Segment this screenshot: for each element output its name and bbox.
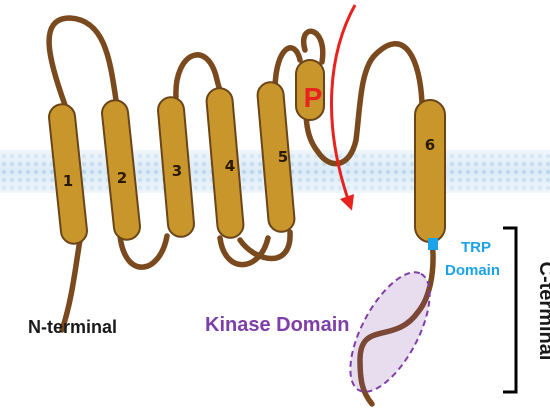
c-terminal-label: C-terminal (535, 262, 550, 361)
trp-domain-marker (428, 238, 438, 250)
helix-tm6: 6 (414, 99, 446, 243)
trp-domain-label-line2: Domain (445, 262, 500, 279)
helix-label-6: 6 (425, 136, 435, 154)
helix-label-4: 4 (225, 157, 235, 175)
helix-label-2: 2 (117, 169, 127, 187)
pore-helix: P (295, 59, 325, 121)
helix-label-5: 5 (278, 148, 288, 166)
c-terminal-bracket (503, 226, 518, 394)
helix-tm4: 4 (205, 87, 245, 239)
kinase-domain-label: Kinase Domain (205, 314, 349, 336)
helix-tm2: 2 (101, 99, 141, 241)
helix-tm5: 5 (256, 81, 296, 233)
trp-domain-label-line1: TRP (461, 239, 491, 256)
helix-label-3: 3 (172, 162, 182, 180)
helix-tm3: 3 (157, 96, 195, 238)
polypeptide-chain (46, 15, 436, 407)
ion-flow-arrow (330, 4, 357, 211)
helix-label-1: 1 (63, 172, 73, 190)
n-terminal-label: N-terminal (28, 317, 117, 337)
kinase-domain-ellipse (349, 271, 431, 393)
pore-label-p: P (304, 82, 323, 113)
helix-tm1: 1 (48, 103, 88, 245)
